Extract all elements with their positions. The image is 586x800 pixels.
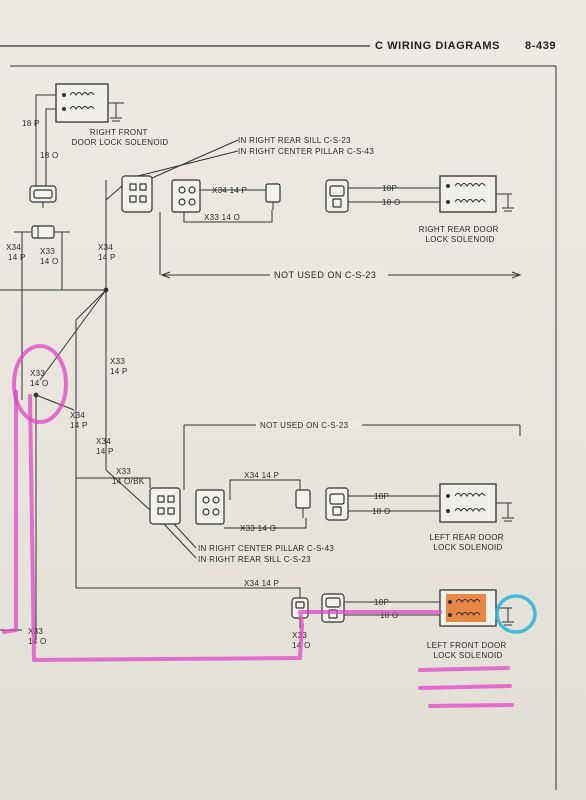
wire-label-x33-14obk: X33 14 O/BK (112, 467, 145, 486)
wire-label-14o-left-mid: 14 O (30, 379, 49, 388)
wire-label-x34-left: X34 (6, 243, 21, 252)
lr-wire-18o: 18 O (372, 507, 391, 516)
lower-pillar-label: IN RIGHT CENTER PILLAR C-S-43 (198, 544, 334, 553)
lf-wire-18o: 18 O (380, 611, 399, 620)
header-page-number: 8-439 (525, 40, 556, 52)
lf-label-l2: LOCK SOLENOID (433, 651, 502, 660)
splice-upper (103, 287, 109, 293)
ground-cyan-circle (495, 594, 537, 634)
wire-label-bl-x33: X33 (28, 627, 43, 636)
leader-upper-pillar (137, 150, 239, 177)
wire-splice-link (35, 394, 75, 411)
wire-diag-b (39, 289, 107, 381)
wire-label-bl-14o: 14 O (28, 637, 47, 646)
right-rear-solenoid (439, 175, 514, 213)
magenta-stroke-2 (418, 684, 512, 690)
lf-wire-18p: 18P (374, 598, 389, 607)
wire-label-lf-x34: X34 14 P (244, 579, 279, 588)
upper-pillar-connector (121, 175, 153, 213)
x33-14obk-l1: X33 (116, 467, 131, 476)
lower-pillar-connector (149, 487, 181, 525)
x33-14p-l1: X33 (110, 357, 125, 366)
not-used-lower-label: NOT USED ON C-S-23 (260, 421, 349, 430)
left-front-solenoid (439, 589, 514, 627)
left-rear-solenoid (439, 483, 514, 523)
wire-diag-a (75, 289, 107, 321)
upper-sill-connector (171, 179, 201, 213)
rr-label-l2: LOCK SOLENOID (425, 235, 494, 244)
lr-label-l2: LOCK SOLENOID (433, 543, 502, 552)
rr-solenoid-label: RIGHT REAR DOOR LOCK SOLENOID (419, 225, 501, 244)
leader-upper-sill (151, 139, 239, 179)
wire-label-14o-left: 14 O (40, 257, 59, 266)
rf-label-l2: DOOR LOCK SOLENOID (72, 138, 169, 147)
magenta-line-left (2, 390, 18, 634)
wire-label-lower-x33: X33 14 O (240, 524, 276, 533)
lower-x34-plug (295, 489, 311, 518)
splice-lower (33, 392, 39, 398)
lower-sill-label: IN RIGHT REAR SILL C-S-23 (198, 555, 311, 564)
wire-label-x33-left: X33 (40, 247, 55, 256)
wire-label-x33-14p: X33 14 P (110, 357, 128, 376)
lower-sill-connector (195, 489, 225, 525)
rf-solenoid-label: RIGHT FRONT DOOR LOCK SOLENOID (72, 128, 169, 147)
rf-wire-label-18p: 18 P (22, 119, 40, 128)
wire-rf-18p (35, 94, 56, 186)
rf-connector (29, 185, 57, 208)
rf-wire-label-18o: 18 O (40, 151, 59, 160)
rr-label-l1: RIGHT REAR DOOR (419, 225, 499, 234)
wire-rf-18o (45, 108, 56, 186)
wire-label-14p-lower: 14 P (96, 447, 114, 456)
lr-label-l1: LEFT REAR DOOR (430, 533, 504, 542)
magenta-stroke-3 (428, 703, 514, 708)
upper-pillar-label: IN RIGHT CENTER PILLAR C-S-43 (238, 147, 374, 156)
lf-connector (321, 593, 345, 623)
header-title: C WIRING DIAGRAMS (375, 40, 500, 52)
x33-14obk-l2: 14 O/BK (112, 477, 145, 486)
wire-label-14p-left: 14 P (8, 253, 26, 262)
lr-wire-18p: 18P (374, 492, 389, 501)
rf-label-l1: RIGHT FRONT (90, 128, 148, 137)
wire-label-upper-x34: X34 14 P (212, 186, 247, 195)
wire-label-upper-x33: X33 14 O (204, 213, 240, 222)
wire-label-x34-lower: X34 (96, 437, 111, 446)
lf-label-l1: LEFT FRONT DOOR (427, 641, 507, 650)
wire-label-14p-upper: 14 P (98, 253, 116, 262)
rr-wire-18o: 18 O (382, 198, 401, 207)
lr-connector (325, 487, 349, 521)
x33-14p-l2: 14 P (110, 367, 128, 376)
magenta-circle (12, 344, 68, 424)
lf-solenoid-label: LEFT FRONT DOOR LOCK SOLENOID (427, 641, 509, 660)
rr-wire-18p: 18P (382, 184, 397, 193)
right-front-solenoid (55, 83, 124, 123)
wire-label-14p-mid: 14 P (70, 421, 88, 430)
wire-label-x34-upper: X34 (98, 243, 113, 252)
lr-solenoid-label: LEFT REAR DOOR LOCK SOLENOID (430, 533, 507, 552)
upper-x34-plug (265, 183, 281, 210)
not-used-upper-label: NOT USED ON C-S-23 (274, 270, 376, 280)
wire-label-lower-x34: X34 14 P (244, 471, 279, 480)
wire-label-x34-mid: X34 (70, 411, 85, 420)
upper-sill-label: IN RIGHT REAR SILL C-S-23 (238, 136, 351, 145)
magenta-path (28, 394, 442, 662)
magenta-stroke-1 (418, 666, 510, 672)
wire-label-x33-left-mid: X33 (30, 369, 45, 378)
lf-orange-highlight (446, 594, 486, 622)
rr-connector (325, 179, 349, 213)
